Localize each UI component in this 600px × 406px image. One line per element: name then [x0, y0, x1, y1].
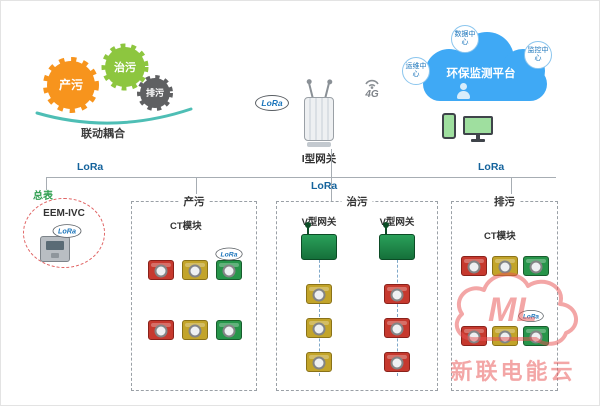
ct-module-green — [523, 326, 549, 346]
person-icon — [456, 83, 470, 99]
meter-device-icon — [40, 236, 70, 262]
ct-column — [287, 284, 351, 372]
gear-cluster: 产污 治污 排污 联动耦合 — [23, 29, 203, 141]
phone-icon — [442, 113, 456, 139]
lora-badge-text: LoRa — [57, 226, 77, 236]
lora-badge-discharge: LoRa — [518, 310, 544, 322]
v-gateway-device-icon — [301, 222, 337, 260]
cloud-node-label: 运维中心 — [405, 63, 427, 78]
gear-caption: 联动耦合 — [81, 128, 125, 140]
gear-produce-label: 产污 — [59, 77, 83, 92]
cloud-node-monitor-center: 监控中心 — [524, 41, 552, 69]
ct-module-yellow — [306, 352, 332, 372]
4g-signal-icon: 4G — [363, 75, 381, 100]
bus-connector-treat — [331, 177, 332, 201]
gear-produce-icon: 产污 — [43, 57, 99, 113]
discharge-module-label: CT模块 — [484, 231, 516, 242]
ct-module-red — [384, 318, 410, 338]
lora-badge-meter: LoRa — [52, 224, 82, 238]
produce-box: 产污 CT模块 LoRa — [131, 194, 257, 391]
gear-treat-icon: 治污 — [101, 43, 149, 91]
cloud-title: 环保监测平台 — [447, 66, 516, 80]
main-meter-group: EEM-IVC LoRa — [23, 198, 105, 268]
bus-connector-meter — [46, 177, 47, 190]
ct-module-green — [216, 260, 242, 280]
produce-module-label: CT模块 — [170, 221, 202, 232]
lora-badge-gateway: LoRa — [255, 95, 289, 111]
meter-model-name: EEM-IVC — [43, 208, 85, 219]
cloud-node-label: 监控中心 — [527, 47, 549, 62]
gateway-label: I型网关 — [301, 153, 337, 165]
lora-label-left: LoRa — [77, 161, 104, 173]
main-meter-label: 总表 — [33, 191, 53, 202]
ct-column — [365, 284, 429, 372]
gear-discharge-icon: 排污 — [137, 75, 173, 111]
ct-row — [148, 320, 242, 340]
v-gateway-label: V型网关 — [301, 217, 337, 228]
4g-label: 4G — [365, 89, 379, 100]
lora-label-right: LoRa — [478, 161, 505, 173]
cloud-node-data-center: 数据中心 — [451, 25, 479, 53]
lora-badge-produce: LoRa — [215, 247, 243, 261]
bus-connector-produce — [196, 177, 197, 201]
v-gateway-column: V型网关 — [287, 214, 351, 386]
treat-box-label: 治污 — [341, 194, 373, 209]
gateway-base — [307, 142, 331, 147]
gears-graphic: 产污 治污 排污 — [35, 43, 193, 125]
lora-badge-text: LoRa — [261, 98, 283, 108]
ct-module-yellow — [182, 320, 208, 340]
discharge-box: 排污 CT模块 LoRa — [451, 194, 558, 391]
lora-label-center: LoRa — [311, 180, 338, 192]
ct-row — [148, 260, 242, 280]
ct-module-red — [461, 256, 487, 276]
produce-box-label: 产污 — [178, 194, 210, 209]
ct-module-yellow — [492, 326, 518, 346]
gateway-body — [304, 97, 334, 141]
cloud-platform: 环保监测平台 数据中心 运维中心 监控中心 — [397, 25, 569, 147]
monitor-icon — [463, 116, 493, 135]
swoosh-arc — [35, 107, 193, 125]
cloud-node-ops-center: 运维中心 — [402, 57, 430, 85]
gear-treat-label: 治污 — [114, 60, 136, 74]
v-gateway-label: V型网关 — [379, 217, 415, 228]
ct-module-red — [461, 326, 487, 346]
ct-module-red — [384, 284, 410, 304]
bus-connector-gateway — [331, 149, 332, 177]
ct-module-green — [216, 320, 242, 340]
ct-row — [461, 326, 549, 346]
ct-module-red — [384, 352, 410, 372]
v-gateway-device-icon — [379, 222, 415, 260]
dashed-link-line — [319, 250, 320, 376]
ct-row — [461, 256, 549, 276]
bus-connector-discharge — [511, 177, 512, 201]
ct-module-yellow — [306, 284, 332, 304]
dashed-link-line — [397, 250, 398, 376]
ct-module-red — [148, 260, 174, 280]
ct-module-yellow — [306, 318, 332, 338]
ct-module-yellow — [492, 256, 518, 276]
gear-discharge-label: 排污 — [146, 87, 164, 98]
lora-badge-text: LoRa — [220, 250, 238, 258]
v-gateway-column: V型网关 — [365, 214, 429, 386]
gateway-device-icon — [300, 81, 338, 147]
bus-line-horizontal — [46, 177, 556, 178]
cloud-node-label: 数据中心 — [454, 31, 476, 46]
ct-module-green — [523, 256, 549, 276]
ct-module-red — [148, 320, 174, 340]
ct-module-yellow — [182, 260, 208, 280]
treat-box: 治污 V型网关 V型网关 — [276, 194, 438, 391]
discharge-box-label: 排污 — [489, 194, 520, 209]
lora-badge-text: LoRa — [523, 312, 539, 320]
